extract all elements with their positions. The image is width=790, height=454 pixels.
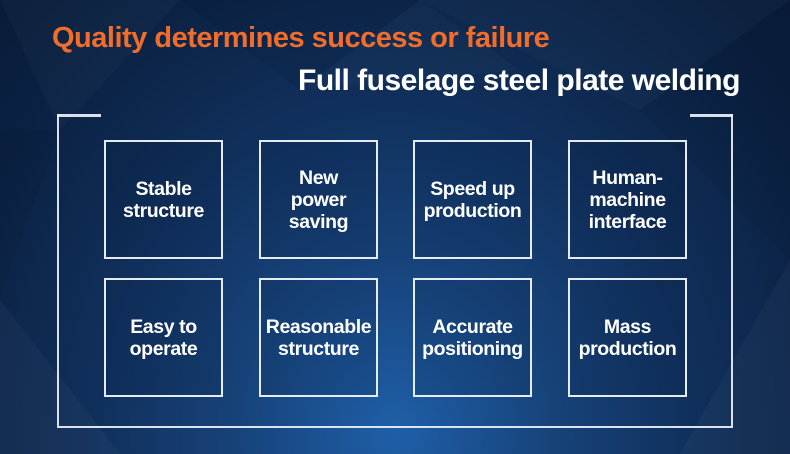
subheadline: Full fuselage steel plate welding: [298, 64, 740, 97]
feature-card-speed-up-production: Speed up production: [413, 140, 532, 259]
feature-frame: [57, 114, 733, 428]
feature-card-accurate-positioning: Accurate positioning: [413, 278, 532, 397]
feature-card-stable-structure: Stable structure: [104, 140, 223, 259]
frame-corner-left: [57, 114, 101, 117]
frame-corner-right: [690, 114, 733, 117]
feature-card-power-saving: New power saving: [259, 140, 378, 259]
headline: Quality determines success or failure: [52, 22, 550, 54]
feature-card-human-machine-interface: Human- machine interface: [568, 140, 687, 259]
feature-card-mass-production: Mass production: [568, 278, 687, 397]
feature-card-reasonable-structure: Reasonable structure: [259, 278, 378, 397]
feature-card-easy-to-operate: Easy to operate: [104, 278, 223, 397]
